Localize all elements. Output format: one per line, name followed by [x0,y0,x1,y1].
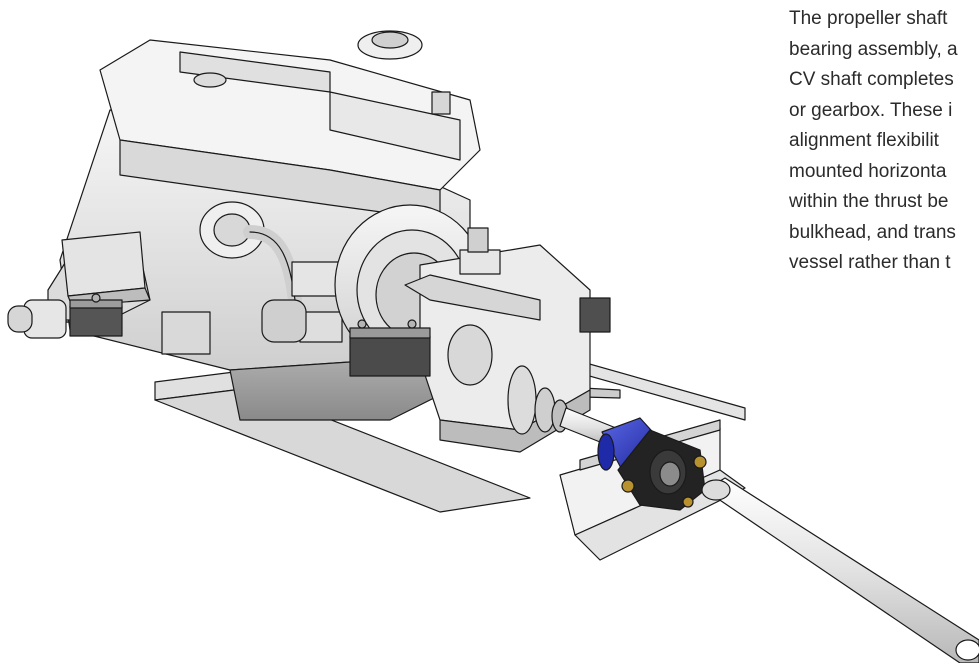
bearing-housing [617,429,707,511]
description-text: The propeller shaft bearing assembly, a … [789,0,979,279]
gearbox [404,227,591,453]
description-line: bulkhead, and trans [789,221,956,243]
description-line: vessel rather than t [789,252,951,273]
turbocharger-and-pipes [161,201,345,355]
description-line: CV shaft completes [789,69,954,90]
engine-mounts [69,293,611,377]
description-line: within the thrust be [789,191,949,212]
description-line: mounted horizonta [789,160,947,182]
valve-cover [99,30,481,221]
description-line: bearing assembly, a [789,38,958,60]
propeller-shaft [701,477,979,663]
description-line: The propeller shaft [789,8,948,29]
description-line: or gearbox. These i [789,99,953,121]
description-line: alignment flexibilit [789,130,939,151]
